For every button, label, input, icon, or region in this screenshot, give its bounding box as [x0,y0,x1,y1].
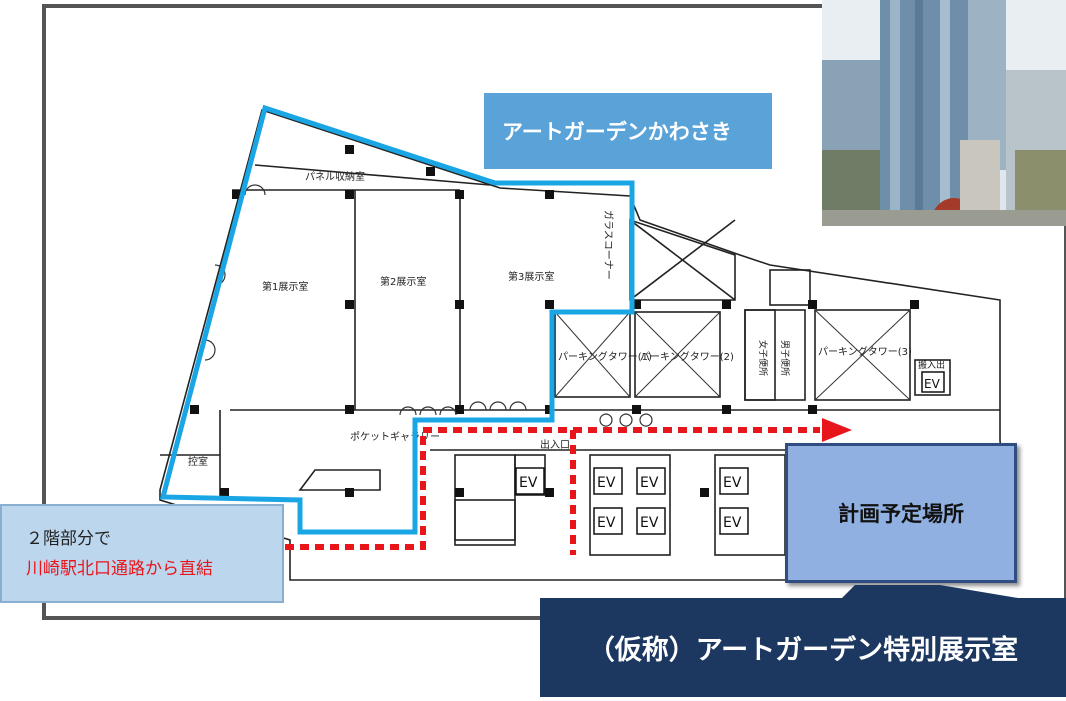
room-hall3: 第3展示室 [508,270,554,283]
access-note-line2: 川崎駅北口通路から直結 [26,558,213,579]
room-panel-storage: パネル収納室 [305,170,365,183]
special-room-text: （仮称）アートガーデン特別展示室 [587,635,1019,666]
room-gallery-corridor: ガラスコーナー [602,210,614,280]
ev-label: EV [640,515,659,531]
parking-tower-marks [554,309,911,401]
room-loading: 搬入出 [918,359,945,371]
special-room-banner: （仮称）アートガーデン特別展示室 [540,598,1066,697]
door-swings [204,184,653,427]
ev-label: EV [640,475,659,491]
room-hall2: 第2展示室 [380,275,426,288]
columns [190,145,919,497]
planned-location-text: 計画予定場所 [838,502,964,526]
room-office: 控室 [188,455,208,468]
ev-label: EV [597,515,616,531]
venue-outline [159,104,635,535]
room-womens-wc: 女子便所 [757,340,769,376]
venue-name-label: アートガーデンかわさき [484,93,772,169]
room-parking2: パーキングタワー(2) [640,350,734,363]
route-arrowhead [822,418,852,442]
planned-location-box: 計画予定場所 [785,443,1017,583]
access-note-box: ２階部分で 川崎駅北口通路から直結 [0,504,284,603]
room-entrance: 出入口 [540,438,570,451]
ev-label: EV [723,475,742,491]
ev-label: EV [723,515,742,531]
ev-label: EV [597,475,616,491]
room-parking1: パーキングタワー(1) [558,350,652,363]
room-mens-wc: 男子便所 [779,340,791,376]
venue-name-text: アートガーデンかわさき [502,120,732,144]
room-parking3: パーキングタワー(3) [818,345,912,358]
ev-label: EV [924,377,941,391]
access-note-line1: ２階部分で [26,528,111,549]
building-photo [822,0,1066,226]
elevators [515,371,945,535]
ev-label: EV [519,475,538,491]
access-route [285,427,820,555]
room-hall1: 第1展示室 [262,280,308,293]
